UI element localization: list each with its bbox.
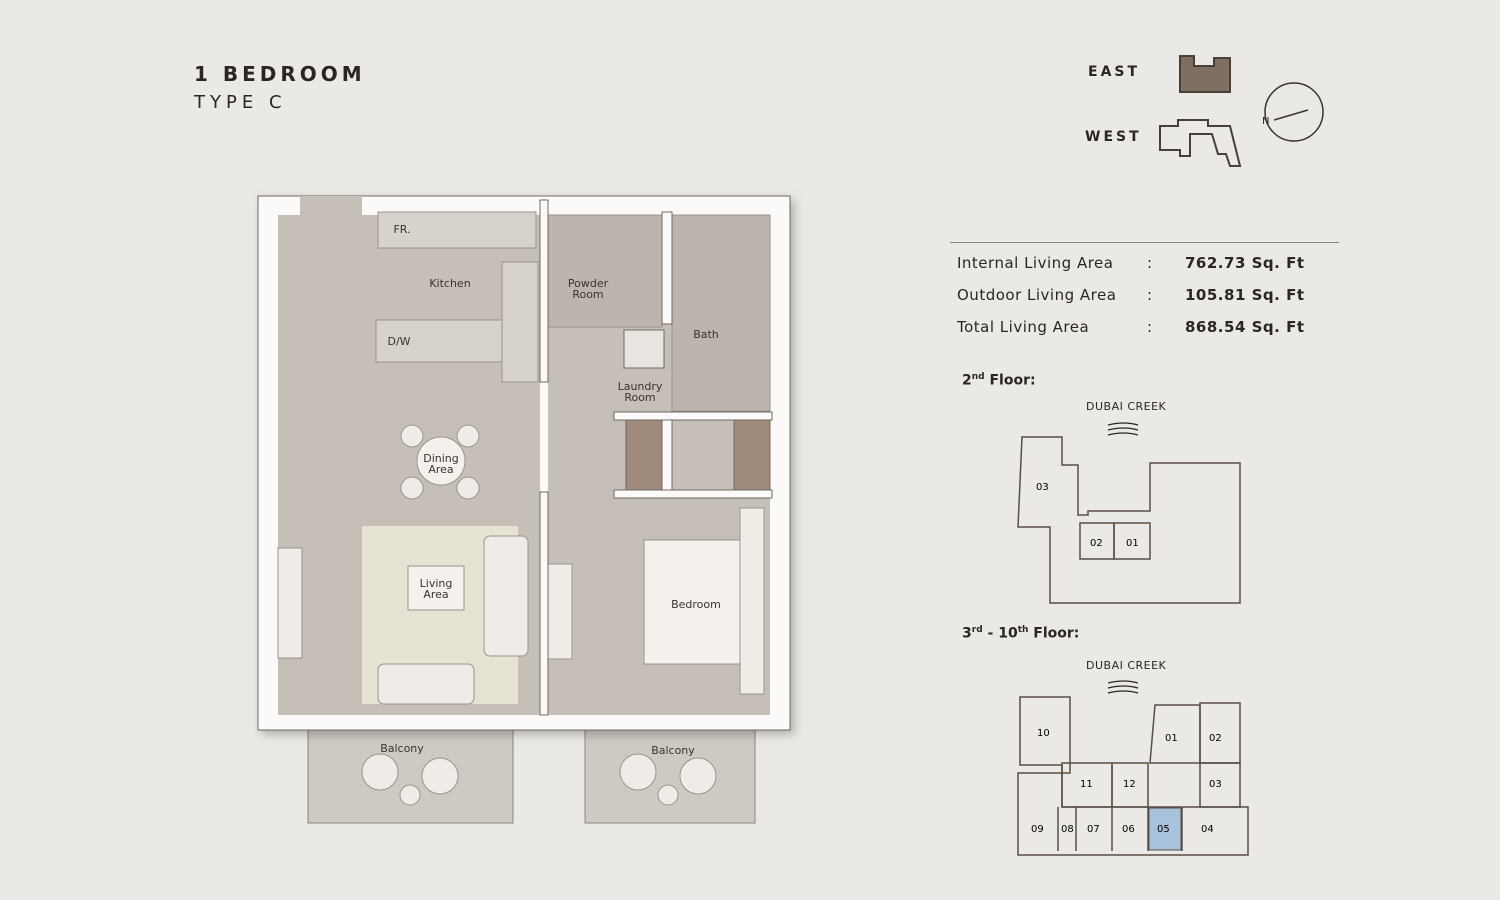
wardrobe [733, 419, 771, 491]
kitchen-counter [377, 211, 537, 249]
svg-text:Bedroom: Bedroom [671, 598, 721, 611]
area-row: Internal Living Area:762.73 Sq. Ft [957, 254, 1305, 272]
sofa [377, 663, 475, 705]
highlighted-unit-05 [1148, 807, 1182, 851]
divider [950, 242, 1339, 243]
dining-table [416, 436, 466, 486]
svg-text:08: 08 [1061, 824, 1074, 835]
wardrobe [625, 419, 663, 491]
page-title: 1 BEDROOM [194, 62, 366, 86]
svg-text:Area: Area [428, 463, 453, 476]
east-label: EAST [1088, 64, 1141, 80]
bed [643, 539, 749, 665]
floor2-keyplan: 03 02 01 [1017, 422, 1241, 604]
balcony-right [584, 727, 756, 824]
svg-text:09: 09 [1031, 824, 1044, 835]
sofa [483, 535, 529, 657]
powder-room [547, 214, 663, 328]
svg-text:03: 03 [1036, 482, 1049, 493]
svg-text:Balcony: Balcony [380, 742, 424, 755]
svg-text:Kitchen: Kitchen [429, 277, 470, 290]
floor3-heading: 3rd - 10th Floor: [962, 625, 1080, 642]
floor2-creek-label: DUBAI CREEK [1086, 400, 1167, 413]
area-row: Outdoor Living Area:105.81 Sq. Ft [957, 286, 1305, 304]
compass-icon [1264, 82, 1324, 142]
svg-text:02: 02 [1209, 733, 1222, 744]
tv-unit [547, 563, 573, 660]
west-building-icon [1159, 119, 1242, 167]
svg-text:Bath: Bath [693, 328, 719, 341]
tv-unit [277, 547, 303, 659]
svg-text:Balcony: Balcony [651, 744, 695, 757]
svg-text:Room: Room [572, 288, 603, 301]
floor3-keyplan: 10 01 02 11 12 03 09 08 07 06 05 04 [1017, 680, 1249, 856]
bath [671, 214, 771, 412]
svg-text:06: 06 [1122, 824, 1135, 835]
svg-text:10: 10 [1037, 728, 1050, 739]
svg-text:D/W: D/W [387, 335, 410, 348]
orientation-diagram: N [1159, 55, 1324, 167]
svg-text:02: 02 [1090, 538, 1103, 549]
svg-text:Area: Area [423, 588, 448, 601]
svg-text:FR.: FR. [393, 223, 410, 236]
laundry-unit [623, 329, 665, 369]
svg-text:03: 03 [1209, 779, 1222, 790]
svg-text:Powder: Powder [568, 277, 609, 290]
svg-text:Laundry: Laundry [618, 380, 663, 393]
kitchen-island [375, 319, 503, 363]
svg-text:11: 11 [1080, 779, 1093, 790]
west-label: WEST [1085, 129, 1142, 145]
svg-text:Room: Room [624, 391, 655, 404]
svg-text:Living: Living [420, 577, 453, 590]
east-building-icon [1179, 55, 1231, 93]
cooktop [501, 261, 539, 383]
svg-text:07: 07 [1087, 824, 1100, 835]
floor-plan: FR. Kitchen D/W Powder Room Laundry Room… [257, 195, 791, 824]
coffee-table [407, 565, 465, 611]
svg-text:01: 01 [1165, 733, 1178, 744]
floor3-creek-label: DUBAI CREEK [1086, 659, 1167, 672]
svg-text:04: 04 [1201, 824, 1214, 835]
svg-text:05: 05 [1157, 824, 1170, 835]
page-subtitle: TYPE C [194, 92, 287, 113]
area-row: Total Living Area:868.54 Sq. Ft [957, 318, 1305, 336]
svg-text:12: 12 [1123, 779, 1136, 790]
floor2-heading: 2nd Floor: [962, 372, 1036, 389]
north-label: N [1262, 116, 1269, 127]
svg-text:Dining: Dining [423, 452, 459, 465]
svg-text:01: 01 [1126, 538, 1139, 549]
